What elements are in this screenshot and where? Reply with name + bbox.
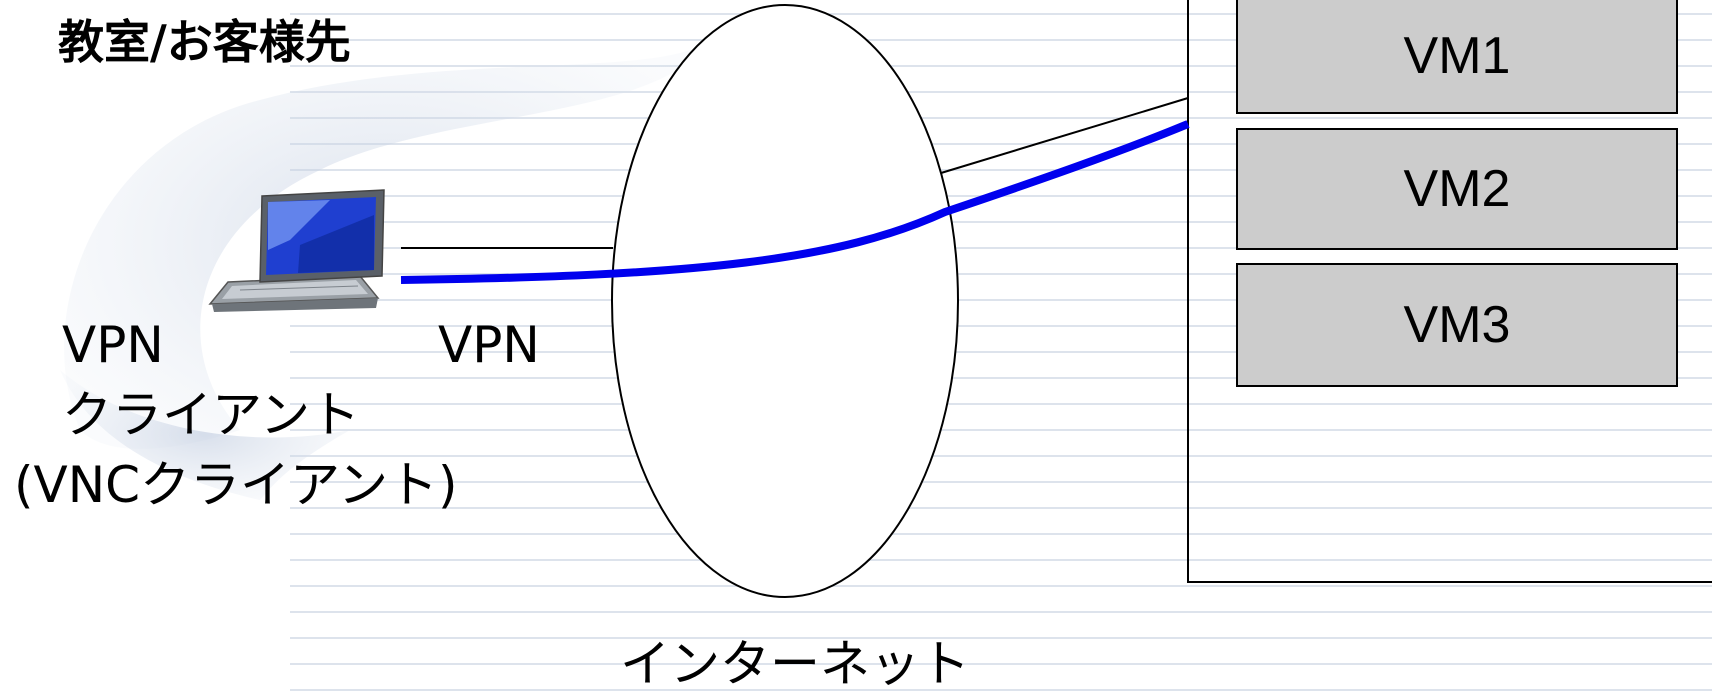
client-label-line2: クライアント bbox=[62, 386, 360, 444]
laptop-icon bbox=[208, 189, 385, 312]
client-label-line1: VPN bbox=[62, 316, 164, 374]
client-label-line3: (VNCクライアント) bbox=[14, 456, 458, 514]
vm-box-1: VM1 bbox=[1236, 0, 1678, 114]
internet-label: インターネット bbox=[620, 635, 970, 693]
vm-box-2: VM2 bbox=[1236, 128, 1678, 250]
internet-cloud bbox=[611, 4, 959, 598]
network-line-server bbox=[940, 97, 1189, 174]
location-title: 教室/お客様先 bbox=[58, 15, 351, 69]
vpn-label: VPN bbox=[438, 316, 540, 374]
vpn-client-label: VPN クライアント (VNCクライアント) bbox=[14, 310, 458, 520]
vm-box-3: VM3 bbox=[1236, 263, 1678, 387]
vpn-tunnel-line bbox=[400, 120, 1190, 284]
server-frame bbox=[1187, 0, 1712, 583]
